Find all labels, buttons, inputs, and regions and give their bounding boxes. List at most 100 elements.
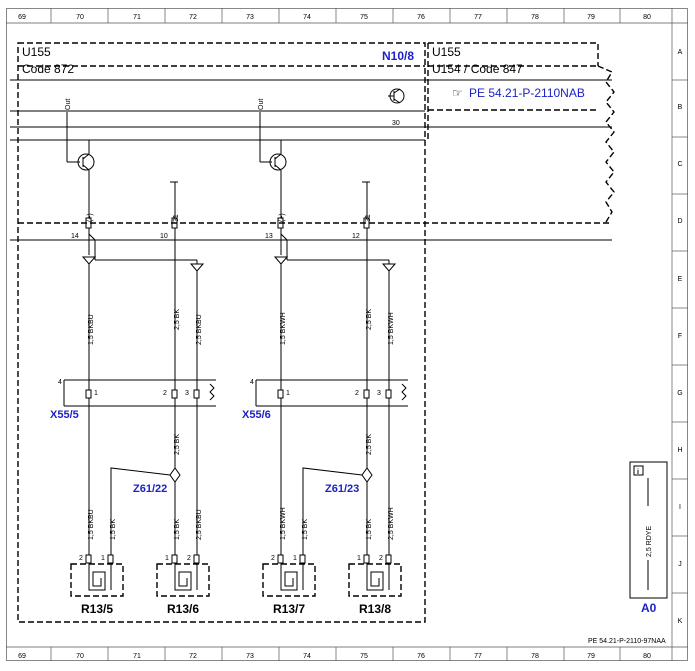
- module-code: Code 872: [22, 62, 74, 76]
- module-u155-code872-boundary: [17, 42, 426, 623]
- ground-wire-label: 2,5 RDYE: [646, 526, 653, 557]
- wire-label: 2,5 BK: [366, 434, 373, 455]
- heating-coil-icon: [366, 563, 384, 591]
- column-label: 79: [587, 653, 595, 660]
- heater-r13-5: 2 1 R13/5: [70, 554, 124, 616]
- column-label: 78: [531, 14, 539, 21]
- reference-link[interactable]: PE 54.21-P-2110NAB: [469, 86, 585, 100]
- heating-coil-icon: [280, 563, 298, 591]
- wire-label: 1,5 BK: [174, 519, 181, 540]
- column-label: 70: [76, 653, 84, 660]
- row-label: E: [678, 276, 683, 283]
- heater-pin: 1: [357, 555, 361, 562]
- heating-coil-icon: [88, 563, 106, 591]
- pin-number: 13: [265, 233, 273, 240]
- column-label: 78: [531, 653, 539, 660]
- pointing-hand-icon: ☞: [452, 86, 463, 100]
- break-line: [597, 65, 615, 223]
- row-label: D: [677, 218, 682, 225]
- row-label: J: [678, 561, 682, 568]
- column-label: 71: [133, 14, 141, 21]
- column-label: 80: [643, 653, 651, 660]
- connector-pin: 3: [377, 390, 381, 397]
- column-label: 80: [643, 14, 651, 21]
- out-label: Out: [258, 99, 265, 110]
- wire-label: 1,5 BK: [366, 519, 373, 540]
- column-label: 76: [417, 653, 425, 660]
- heater-r13-6: 1 2 R13/6: [156, 554, 210, 616]
- row-label: K: [678, 618, 683, 625]
- heater-r13-7: 2 1 R13/7: [262, 554, 316, 616]
- column-ruler-bottom: 69 70 71 72 73 74 75 76 77 78 79 80: [18, 653, 651, 660]
- ground-box-a0: i 2,5 RDYE A0: [629, 461, 668, 615]
- heater-pin: 2: [187, 555, 191, 562]
- svg-text:i: i: [637, 469, 639, 476]
- heater-label: R13/6: [167, 602, 199, 616]
- connector-pin: 3: [185, 390, 189, 397]
- transistor-icon: [388, 88, 405, 104]
- connector-pin-count: 4: [58, 379, 62, 386]
- row-label: G: [677, 390, 682, 397]
- row-label: F: [678, 333, 682, 340]
- pin-number: 10: [160, 233, 168, 240]
- column-label: 72: [189, 14, 197, 21]
- output-transistor-1: Out: [65, 99, 95, 218]
- connector-pin: 2: [355, 390, 359, 397]
- wire-label: 1,5 BKWH: [388, 312, 395, 345]
- connector-pin-count: 4: [250, 379, 254, 386]
- heating-coil-icon: [174, 563, 192, 591]
- module-code-right: U154 / Code 847: [432, 62, 523, 76]
- output-transistor-2: Out: [258, 99, 287, 218]
- module-u155-u154-boundary: [428, 42, 599, 66]
- column-ruler-top: 69 70 71 72 73 74 75 76 77 78 79 80: [18, 14, 651, 21]
- splice-label: Z61/23: [325, 483, 359, 495]
- wire-label: 1,5 BK: [302, 519, 309, 540]
- column-label: 73: [246, 14, 254, 21]
- wire-label: 2,5 BKWH: [388, 507, 395, 540]
- heater-pin: 2: [379, 555, 383, 562]
- connector-pin: 1: [286, 390, 290, 397]
- bus-30-label: 30: [392, 120, 400, 127]
- row-label: H: [677, 447, 682, 454]
- heater-label: R13/8: [359, 602, 391, 616]
- heater-pin: 1: [165, 555, 169, 562]
- wire-label: 2,5 BKBU: [196, 509, 203, 540]
- wire-label: 1,5 BKWH: [280, 312, 287, 345]
- pin-label: (+): [87, 213, 94, 222]
- upper-pin-row: (+) 31 (+) 31 14 10 13 12: [71, 213, 372, 240]
- column-label: 75: [360, 14, 368, 21]
- pin-number: 14: [71, 233, 79, 240]
- row-label: A: [678, 49, 683, 56]
- column-label: 69: [18, 14, 26, 21]
- splice-label: Z61/22: [133, 483, 167, 495]
- connector-pin: 1: [94, 390, 98, 397]
- connector-label: X55/5: [50, 409, 79, 421]
- row-label: I: [679, 504, 681, 511]
- sheet-frame: [6, 8, 688, 661]
- column-label: 74: [303, 653, 311, 660]
- wire-label: 1,5 BKWH: [280, 507, 287, 540]
- heater-pin: 1: [101, 555, 105, 562]
- connector-label: X55/6: [242, 409, 271, 421]
- connector-x55-5: 4 1 2 3 X55/5: [50, 379, 216, 421]
- wire-label: 2,5 BK: [174, 309, 181, 330]
- module-title: U155: [22, 45, 51, 59]
- column-label: 75: [360, 653, 368, 660]
- heater-label: R13/5: [81, 602, 113, 616]
- heater-pin: 2: [79, 555, 83, 562]
- pin-label: (+): [279, 213, 286, 222]
- connector-x55-6: 4 1 2 3 X55/6: [242, 379, 408, 421]
- heater-r13-8: 1 2 R13/8: [348, 554, 402, 616]
- out-label: Out: [65, 99, 72, 110]
- wire-label: 2,5 BK: [174, 434, 181, 455]
- column-label: 71: [133, 653, 141, 660]
- column-label: 76: [417, 14, 425, 21]
- wire-label: 1,5 BKBU: [88, 314, 95, 345]
- column-label: 77: [474, 14, 482, 21]
- wire-label: 1,5 BK: [110, 519, 117, 540]
- heater-pin: 1: [293, 555, 297, 562]
- column-label: 77: [474, 653, 482, 660]
- pin-label: 31: [365, 214, 372, 222]
- wire-label: 2,5 BKBU: [196, 314, 203, 345]
